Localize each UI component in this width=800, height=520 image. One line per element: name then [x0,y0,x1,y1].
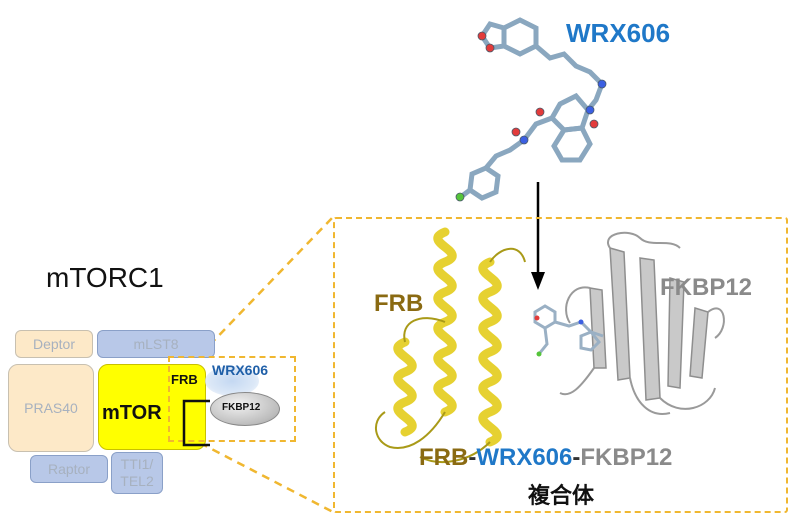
mtor-label: mTOR [102,402,162,424]
complex-caption: FRB-WRX606-FKBP12 [419,444,672,472]
small-wrx606-glow [205,366,259,396]
tti1-tel2-block: TTI1/ TEL2 [111,452,163,494]
small-fkbp12-label: FKBP12 [222,402,261,413]
caption-wrx606: WRX606 [476,444,573,471]
small-wrx606-label: WRX606 [212,362,269,378]
frb-pocket [182,399,210,447]
raptor-block: Raptor [30,455,108,483]
mlst8-block: mLST8 [97,330,215,358]
fkbp12-structure-label: FKBP12 [660,274,753,301]
bound-ligand [533,304,604,357]
mtorc1-title: mTORC1 [46,262,164,293]
caption-fkbp12: FKBP12 [580,444,673,471]
deptor-block: Deptor [15,330,93,358]
frb-small-label: FRB [171,372,198,387]
complex-caption-jp: 複合体 [528,484,595,509]
caption-dash-1: - [468,444,477,471]
small-fkbp12-ellipse [210,392,280,426]
tel2-label: TEL2 [120,473,154,489]
frb-structure-label: FRB [374,290,424,317]
caption-frb: FRB [419,444,469,471]
structure-zoom-box [333,217,788,513]
binding-arrow [531,182,545,290]
fkbp12-ribbon [559,231,725,415]
tti1-label: TTI1/ [120,456,154,472]
molecule-label: WRX606 [566,18,671,48]
pras40-block: PRAS40 [8,364,94,452]
caption-dash-2: - [572,444,581,471]
frb-zoom-box [168,356,296,442]
mtor-block [98,364,206,450]
frb-ribbon [375,227,526,463]
wrx606-molecule [455,17,607,202]
